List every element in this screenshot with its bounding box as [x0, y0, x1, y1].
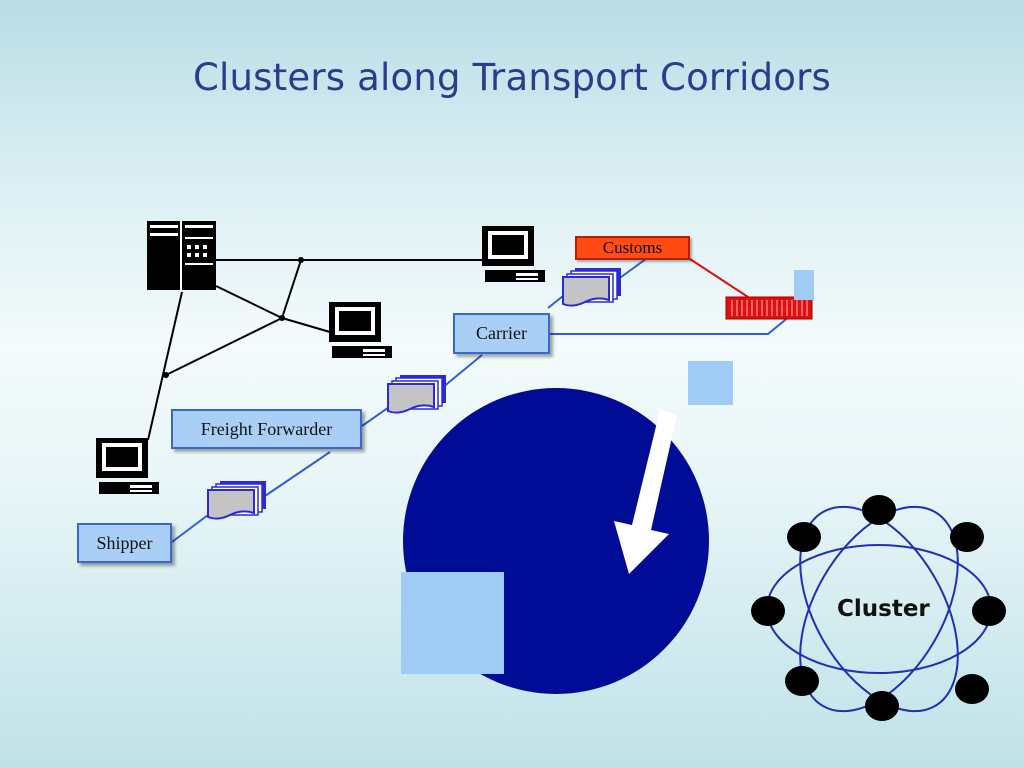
container-icon	[725, 296, 813, 320]
cluster-label: Cluster	[837, 596, 930, 622]
arrow-icon	[614, 410, 677, 574]
computer-icon	[329, 302, 392, 358]
light-square-large	[401, 572, 504, 674]
node-carrier: Carrier	[453, 313, 550, 354]
node-shipper: Shipper	[77, 523, 172, 563]
computer-icon	[482, 226, 545, 282]
customs-link	[689, 258, 749, 298]
document-stack-icon	[387, 374, 447, 414]
page-title: Clusters along Transport Corridors	[193, 56, 831, 99]
document-stack-icon	[207, 480, 267, 520]
node-freight-forwarder: Freight Forwarder	[171, 409, 362, 449]
cluster-member-dots	[751, 495, 1006, 721]
server-icon	[147, 221, 216, 290]
computer-icon	[96, 438, 159, 494]
node-customs: Customs	[575, 236, 690, 260]
network-links	[147, 259, 482, 441]
document-stack-icon	[562, 267, 622, 307]
light-square-small	[794, 270, 814, 300]
light-square-medium	[688, 361, 733, 405]
